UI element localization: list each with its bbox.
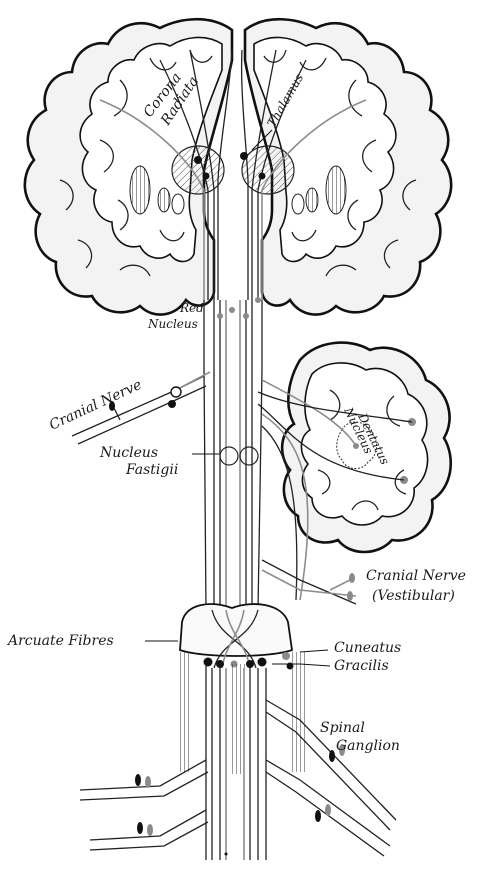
- nucleus-fastigii-right: [240, 447, 258, 465]
- spinal-ganglion-label-line2: Ganglion: [336, 738, 400, 754]
- right-caudate-nucleus: [306, 188, 318, 212]
- cuneatus-cell-right: [282, 652, 290, 660]
- nucleus-fastigii-label-line1: Nucleus: [99, 445, 158, 461]
- cuneatus-label: Cuneatus: [334, 640, 401, 656]
- nucleus-fastigii-left: [220, 447, 238, 465]
- red-nucleus-cell-left: [217, 313, 223, 319]
- right-thalamic-cell: [240, 152, 248, 160]
- red-nucleus-label-line2: Nucleus: [147, 317, 198, 331]
- cuneatus-cell-left: [204, 658, 213, 667]
- gracilis-label: Gracilis: [334, 658, 389, 674]
- red-nucleus-label-line1: Red: [179, 301, 204, 315]
- vestibular-label-line1: Cranial Nerve: [366, 568, 466, 584]
- spinal-ganglion-label-line1: Spinal: [320, 720, 365, 736]
- spinal-cord: [178, 652, 306, 860]
- right-hemisphere: [242, 19, 452, 314]
- spinal-roots-left: [80, 760, 208, 850]
- left-caudate-nucleus: [158, 188, 170, 212]
- vestibular-nerve: [262, 560, 356, 604]
- spinal-ganglion-cell: [329, 750, 335, 762]
- left-hemisphere: [25, 19, 232, 314]
- medulla: [180, 604, 294, 669]
- arcuate-fibres-label: Arcuate Fibres: [6, 633, 114, 649]
- left-lentiform-nucleus: [130, 166, 150, 214]
- cuneatus-leader: [300, 650, 328, 652]
- gracilis-cell: [258, 658, 267, 667]
- red-nucleus-cell-right: [243, 313, 249, 319]
- nucleus-fastigii-label-line2: Fastigii: [125, 462, 178, 478]
- vestibular-label-line2: (Vestibular): [372, 588, 455, 604]
- left-thalamic-cell: [194, 156, 202, 164]
- right-lentiform-nucleus: [326, 166, 346, 214]
